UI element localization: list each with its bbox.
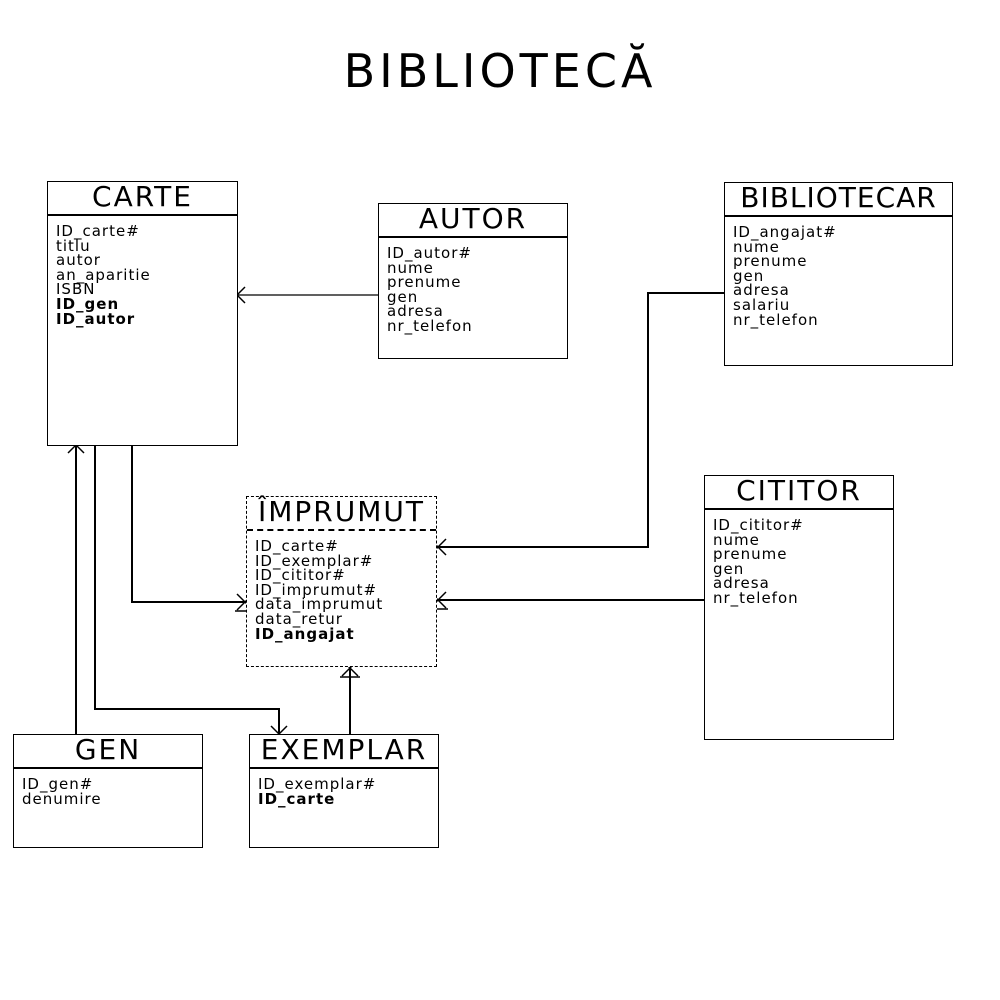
entity-name: GEN	[14, 735, 202, 769]
attribute: gen	[387, 287, 419, 306]
link-bibliotecar-imprumut	[437, 292, 724, 548]
attribute: an_aparitie	[56, 265, 151, 284]
attribute: ID_cititor#	[255, 566, 346, 585]
attribute: adresa	[713, 574, 770, 593]
diagram-title: BIBLIOTECĂ	[343, 44, 657, 98]
attribute: nume	[733, 237, 780, 256]
attribute: prenume	[733, 252, 808, 271]
attribute: ID_exemplar#	[255, 551, 374, 570]
attribute: ID_cititor#	[713, 516, 804, 534]
attribute: autor	[56, 251, 101, 270]
attribute: denumire	[22, 789, 102, 808]
entity-name: ÎMPRUMUT	[247, 497, 436, 531]
entity-name: BIBLIOTECAR	[725, 183, 952, 217]
entity-name: EXEMPLAR	[250, 735, 438, 769]
foreign-key-attribute: ID_gen	[56, 294, 120, 313]
attribute: salariu	[733, 295, 791, 314]
attribute: nr_telefon	[387, 316, 473, 335]
entity-imprumut[interactable]: ÎMPRUMUT ID_carte#ID_exemplar#ID_cititor…	[246, 496, 437, 667]
attribute-list: ID_gen#denumire	[14, 769, 202, 806]
link-carte-exemplar	[94, 446, 280, 734]
entity-gen[interactable]: GEN ID_gen#denumire	[13, 734, 203, 848]
attribute-list: ID_exemplar#ID_carte	[250, 769, 438, 806]
attribute: ISBN	[56, 280, 96, 299]
entity-exemplar[interactable]: EXEMPLAR ID_exemplar#ID_carte	[249, 734, 439, 848]
attribute: gen	[733, 266, 765, 285]
entity-name: CARTE	[48, 182, 237, 216]
attribute: adresa	[387, 302, 444, 321]
attribute: ID_angajat#	[733, 223, 837, 241]
attribute: gen	[713, 559, 745, 578]
link-carte-imprumut	[131, 446, 247, 603]
attribute: nume	[713, 530, 760, 549]
entity-name: CITITOR	[705, 476, 893, 510]
foreign-key-attribute: ID_carte	[258, 789, 336, 808]
attribute: nume	[387, 258, 434, 277]
attribute: nr_telefon	[733, 310, 819, 329]
attribute: ID_exemplar#	[258, 775, 377, 793]
attribute: titlu	[56, 236, 91, 255]
attribute-list: ID_carte#ID_exemplar#ID_cititor#ID_impru…	[247, 531, 436, 641]
attribute: ID_gen#	[22, 775, 94, 793]
attribute: nr_telefon	[713, 588, 799, 607]
attribute: ID_carte#	[255, 537, 339, 555]
attribute: ID_imprumut#	[255, 580, 378, 599]
attribute: ID_carte#	[56, 222, 140, 240]
attribute: data_imprumut	[255, 595, 384, 614]
foreign-key-attribute: ID_autor	[56, 309, 136, 328]
attribute: prenume	[387, 273, 462, 292]
attribute: ID_autor#	[387, 244, 472, 262]
entity-name: AUTOR	[379, 204, 567, 238]
foreign-key-attribute: ID_angajat	[255, 624, 355, 643]
attribute: adresa	[733, 281, 790, 300]
attribute: data_retur	[255, 609, 343, 628]
attribute: prenume	[713, 545, 788, 564]
